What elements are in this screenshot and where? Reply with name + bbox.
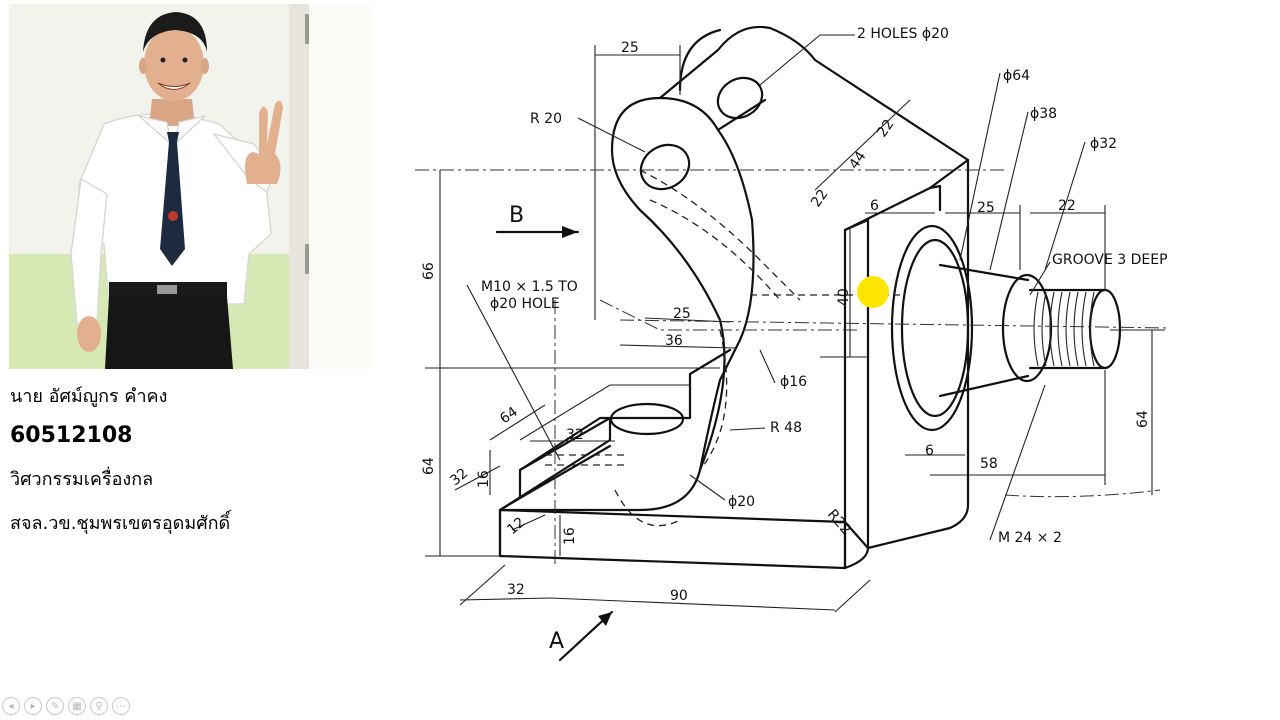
callout-holes: 2 HOLES ϕ20 <box>857 26 949 42</box>
dim-40: 40 <box>836 288 852 306</box>
dim-12: 12 <box>504 514 528 538</box>
dim-64-right: 64 <box>1135 410 1151 428</box>
callout-phi16: ϕ16 <box>780 374 807 390</box>
callout-thread: M 24 × 2 <box>998 530 1062 546</box>
next-slide-button[interactable]: ▸ <box>24 697 42 715</box>
view-label-b: B <box>509 203 524 228</box>
more-options-button[interactable]: ⋯ <box>112 697 130 715</box>
callout-phi20: ϕ20 <box>728 494 755 510</box>
presenter-name: นาย อัศม์ญูกร คำคง <box>10 386 168 407</box>
see-all-slides-button[interactable]: ▦ <box>68 697 86 715</box>
view-label-a: A <box>549 629 564 654</box>
zoom-button[interactable]: ⚲ <box>90 697 108 715</box>
college-name: สจล.วข.ชุมพรเขตรอุดมศักดิ์ <box>10 513 231 534</box>
dim-16-a: 16 <box>476 470 492 488</box>
dim-6-bottom: 6 <box>925 443 934 459</box>
dim-58: 58 <box>980 456 998 472</box>
callout-phi38: ϕ38 <box>1030 106 1057 122</box>
callout-tapped-hole-2: ϕ20 HOLE <box>490 296 560 312</box>
dim-64-vert: 64 <box>421 457 437 475</box>
previous-slide-button[interactable]: ◂ <box>2 697 20 715</box>
slideshow-toolbar: ◂ ▸ ✎ ▦ ⚲ ⋯ <box>0 697 130 719</box>
dim-90: 90 <box>670 588 688 604</box>
callout-phi64: ϕ64 <box>1003 68 1030 84</box>
curved-upright <box>498 25 970 527</box>
main-block <box>843 158 970 570</box>
isometric-drawing: B A 2 HOLES ϕ20 ϕ64 ϕ38 ϕ32 GROOVE 3 DEE… <box>405 0 1280 690</box>
dim-64-left: 64 <box>497 404 521 427</box>
presenter-photo <box>9 4 372 369</box>
dim-25-right: 25 <box>977 200 995 216</box>
callout-r48: R 48 <box>770 420 802 436</box>
callout-r20: R 20 <box>530 111 562 127</box>
pen-tool-button[interactable]: ✎ <box>46 697 64 715</box>
dim-16-b: 16 <box>562 527 578 545</box>
dim-25-mid: 25 <box>673 306 691 322</box>
callout-groove: GROOVE 3 DEEP <box>1052 252 1168 268</box>
callout-tapped-hole-1: M10 × 1.5 TO <box>481 279 578 295</box>
dim-22-b: 22 <box>808 187 831 211</box>
department-name: วิศวกรรมเครื่องกล <box>10 469 154 490</box>
shaft <box>890 224 1122 432</box>
pointer-highlight <box>857 276 889 308</box>
student-id: 60512108 <box>10 423 133 448</box>
dim-22-a: 22 <box>874 117 897 141</box>
dim-32-bottom: 32 <box>507 582 525 598</box>
dim-22-right: 22 <box>1058 198 1076 214</box>
dim-25-top: 25 <box>621 40 639 56</box>
dim-66: 66 <box>421 262 437 280</box>
callout-phi32: ϕ32 <box>1090 136 1117 152</box>
dim-32-mid: 32 <box>566 427 584 443</box>
dim-44: 44 <box>846 148 869 172</box>
dim-6-top: 6 <box>870 198 879 214</box>
dim-36: 36 <box>665 333 683 349</box>
dim-32-left: 32 <box>447 465 471 489</box>
